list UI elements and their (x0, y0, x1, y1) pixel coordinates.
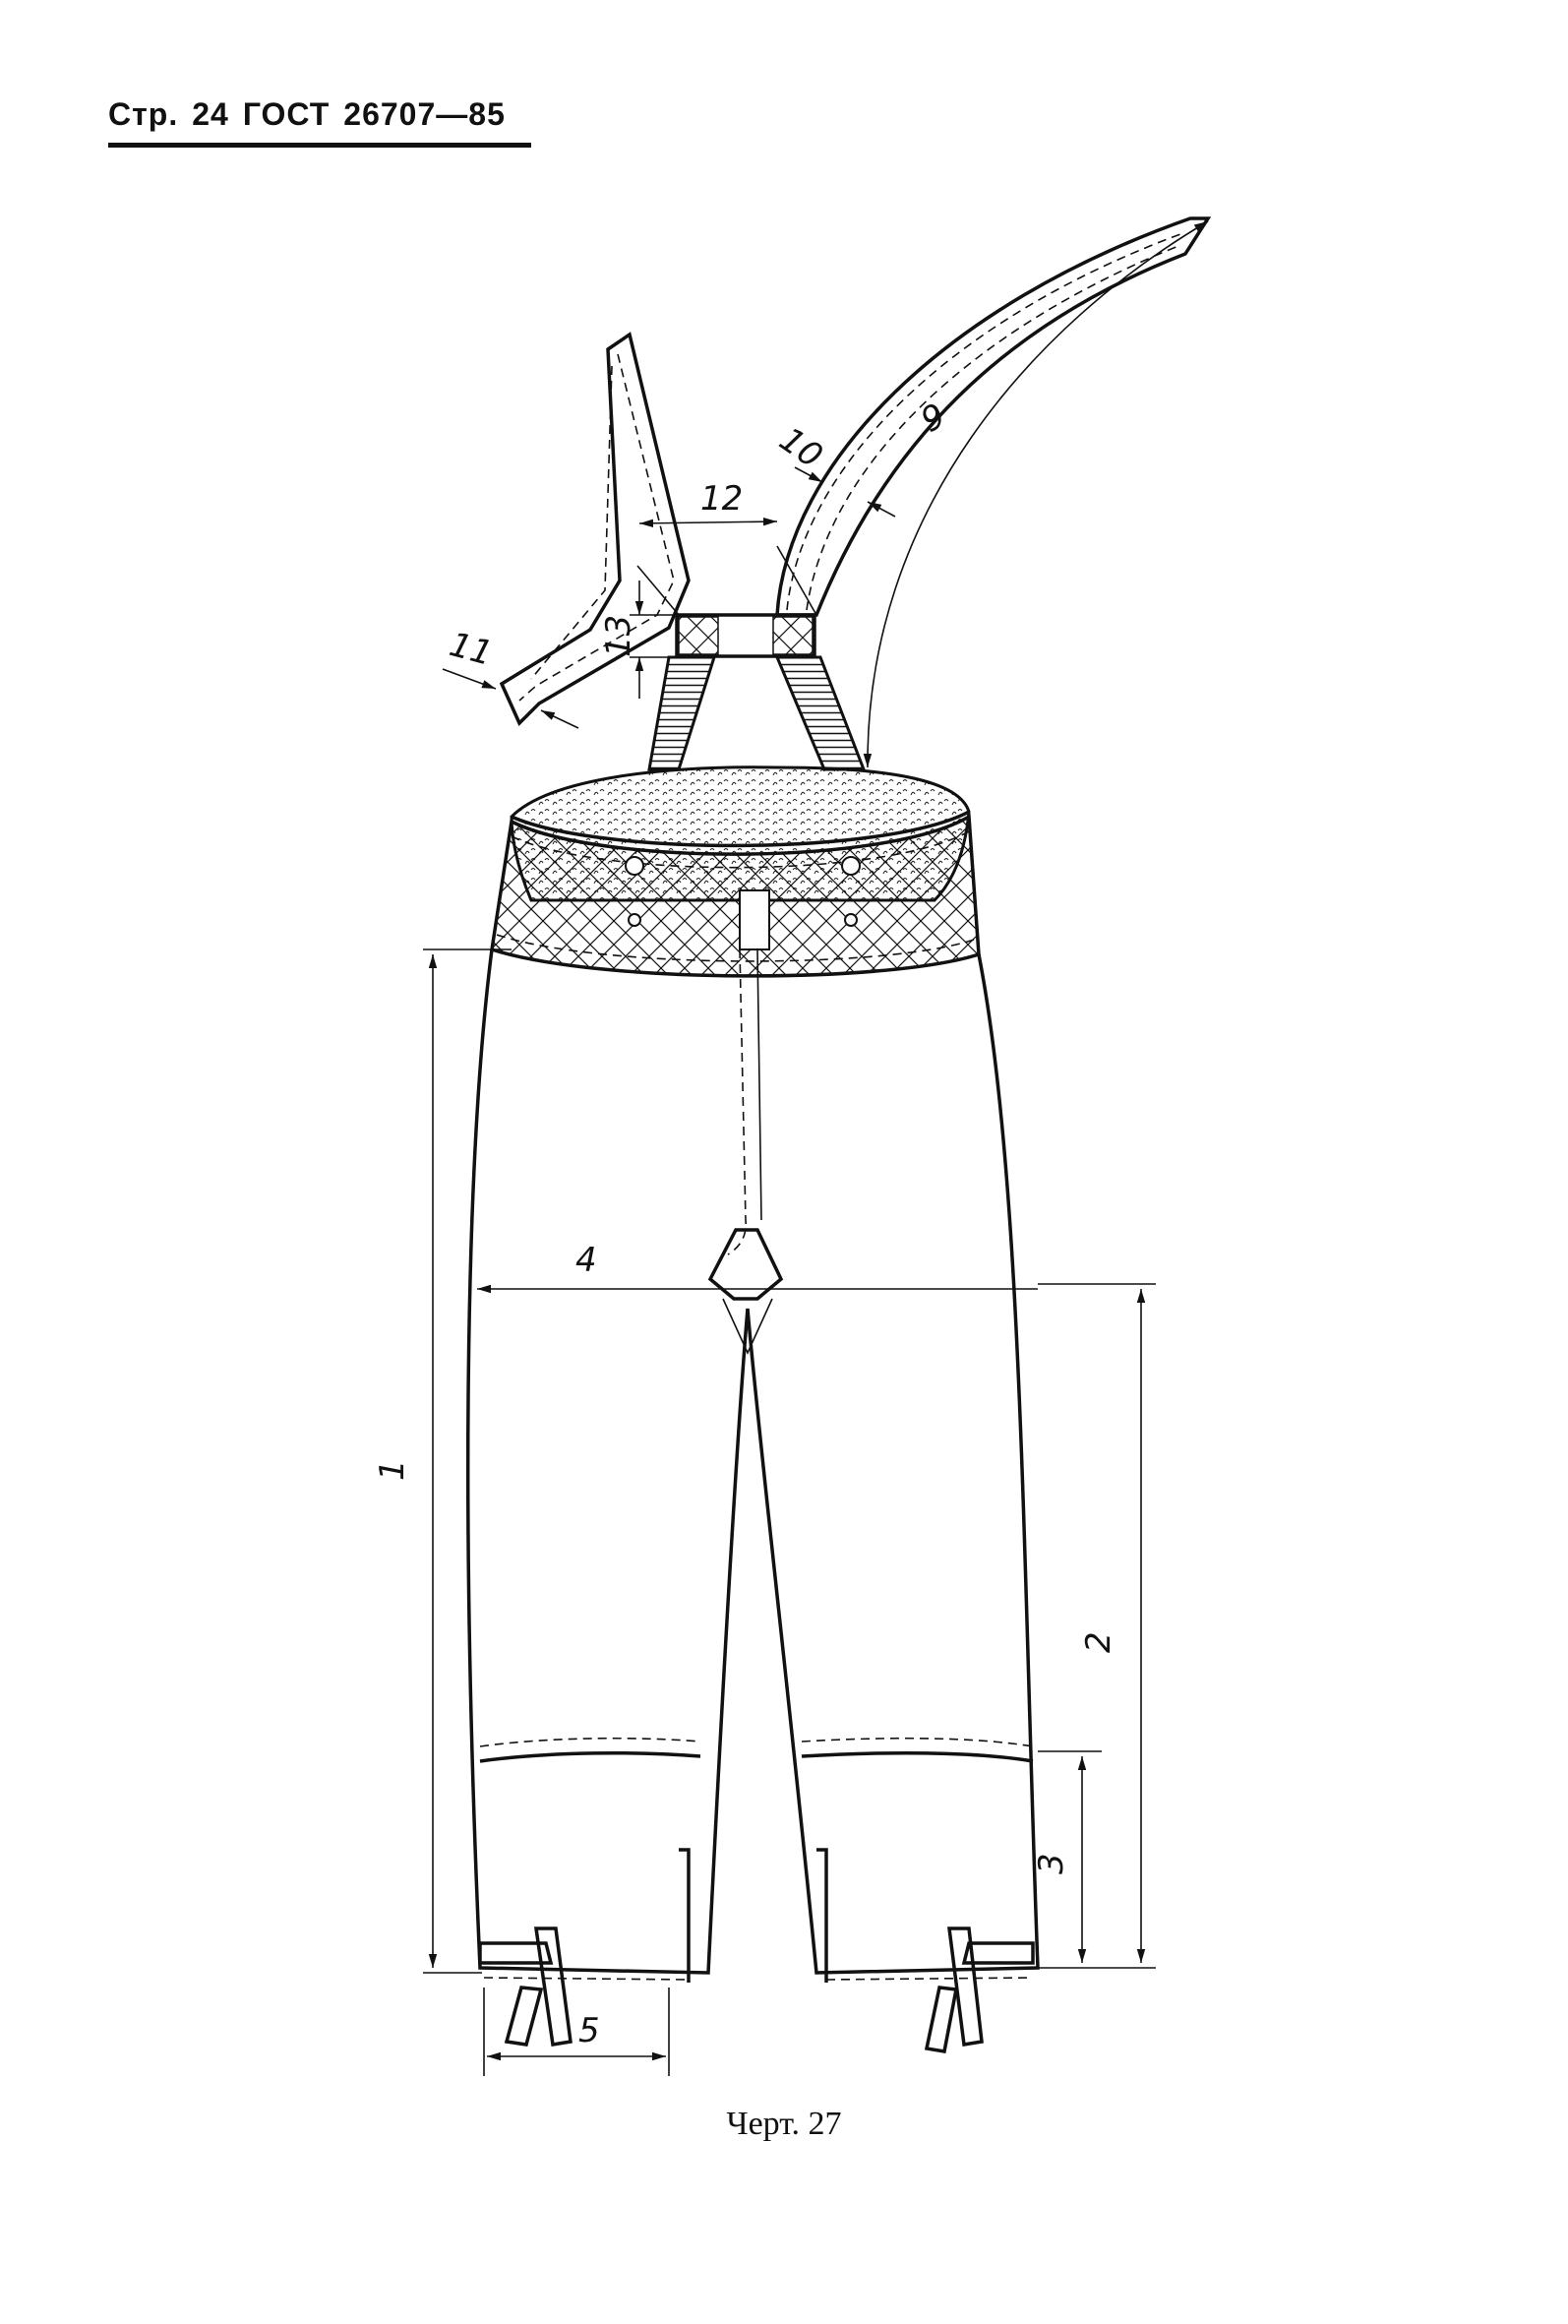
dimension-label-2: 2 (1079, 1631, 1118, 1653)
dimension-label-3: 3 (1032, 1853, 1071, 1874)
dimension-label-4: 4 (575, 1241, 597, 1280)
page-header: Стр. 24 ГОСТ 26707—85 (108, 96, 531, 148)
dimension-label-1: 1 (373, 1459, 412, 1481)
dimension-label-13: 13 (599, 615, 638, 657)
header-rule (108, 143, 531, 148)
header-text: Стр. 24 ГОСТ 26707—85 (108, 96, 531, 133)
standard-number: 26707—85 (343, 96, 506, 132)
standard-label: ГОСТ (242, 96, 331, 132)
waistband (490, 765, 981, 978)
left-strap (499, 332, 691, 727)
cuffs (478, 1848, 1035, 2054)
trousers-body (465, 948, 1040, 1975)
figure-caption: Черт. 27 (726, 2106, 842, 2142)
dimension-label-10: 10 (772, 420, 829, 477)
dimension-label-12: 12 (700, 479, 743, 519)
dimension-label-11: 11 (446, 625, 497, 674)
dimension-label-9: 9 (915, 396, 953, 440)
dimension-lines (423, 220, 1209, 2076)
dimension-label-5: 5 (578, 2011, 600, 2050)
page-number: 24 (192, 96, 229, 132)
strap-junction (647, 613, 867, 771)
right-strap (775, 216, 1212, 617)
page-prefix: Стр. (108, 96, 179, 132)
